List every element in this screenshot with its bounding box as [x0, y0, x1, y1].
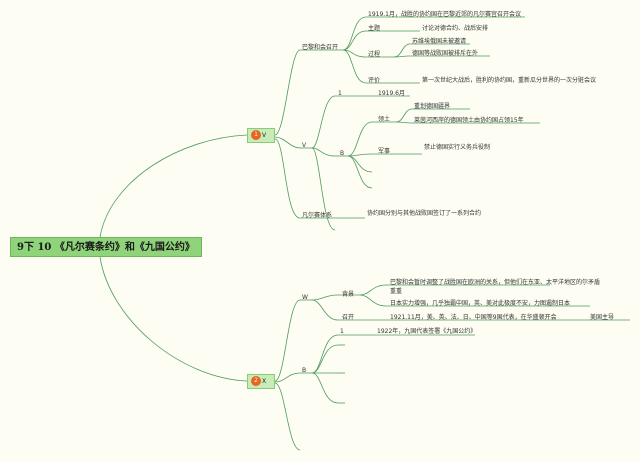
node-territory-item[interactable]: 莱茵河西岸的德国领土由协约国占领15年 [414, 117, 524, 124]
node-military-label[interactable]: 军事 [378, 148, 391, 155]
node-process-item[interactable]: 苏维埃俄国未被邀请 [412, 38, 467, 45]
branch-label: X [262, 378, 267, 385]
node-convene-note[interactable]: 美国主导 [590, 314, 615, 321]
branch-number-badge: 2 [251, 376, 261, 386]
node-v-label[interactable]: V [302, 142, 307, 149]
node-system-label[interactable]: 凡尔赛体系 [302, 212, 333, 219]
node-paris-title[interactable]: 巴黎和会召开 [302, 44, 339, 51]
node-nine-power-treaty[interactable]: 1922年，九国代表签署《九国公约》 [377, 328, 477, 335]
node-eval-label[interactable]: 评价 [368, 77, 381, 84]
root-topic[interactable]: 9下 10 《凡尔赛条约》和《九国公约》 [10, 237, 202, 257]
node-convene-label[interactable]: 召开 [342, 314, 355, 321]
node-one-label[interactable]: 1 [340, 328, 344, 335]
node-process-item[interactable]: 德国等战败国被排斥在外 [412, 50, 479, 57]
node-process-label[interactable]: 过程 [368, 51, 381, 58]
node-background-item[interactable]: 日本实力增强，几乎独霸中国，英、美对此极度不安，力图遏制日本 [390, 300, 571, 307]
node-territory-item[interactable]: 重划德国疆界 [414, 103, 451, 110]
branch-label: V [262, 132, 267, 139]
node-b-label[interactable]: B [302, 367, 307, 374]
node-territory-label[interactable]: 领土 [378, 116, 391, 123]
node-system-text[interactable]: 协约国分别与其他战败国签订了一系列合约 [367, 210, 482, 217]
node-military-text[interactable]: 禁止德国实行义务兵役制 [424, 144, 491, 151]
node-w-label[interactable]: W [302, 294, 308, 301]
node-background-item[interactable]: 重重 [390, 288, 403, 295]
node-paris-intro[interactable]: 1919.1月，战胜的协约国在巴黎近郊的凡尔赛宫召开会议 [368, 11, 521, 18]
branch-number-badge: 1 [251, 130, 261, 140]
node-convene-text[interactable]: 1921.11月，美、英、法、日、中国等9国代表，在华盛顿开会 [390, 314, 557, 321]
node-theme-label[interactable]: 主题 [368, 25, 381, 32]
node-theme-text[interactable]: 讨论对德合约、战后安排 [422, 25, 489, 32]
node-one-date[interactable]: 1919.6月 [378, 90, 405, 97]
node-eval-text[interactable]: 第一次世纪大战后，胜利的协约国，重新瓜分世界的一次分赃会议 [422, 77, 597, 84]
node-background-label[interactable]: 背景 [342, 291, 355, 298]
node-b-label[interactable]: B [340, 150, 345, 157]
node-background-item[interactable]: 巴黎和会暂时调整了战胜国在欧洲的关系，但他们在东亚、太平洋地区的尔矛盾 [390, 279, 601, 286]
node-one-label[interactable]: 1 [338, 90, 342, 97]
